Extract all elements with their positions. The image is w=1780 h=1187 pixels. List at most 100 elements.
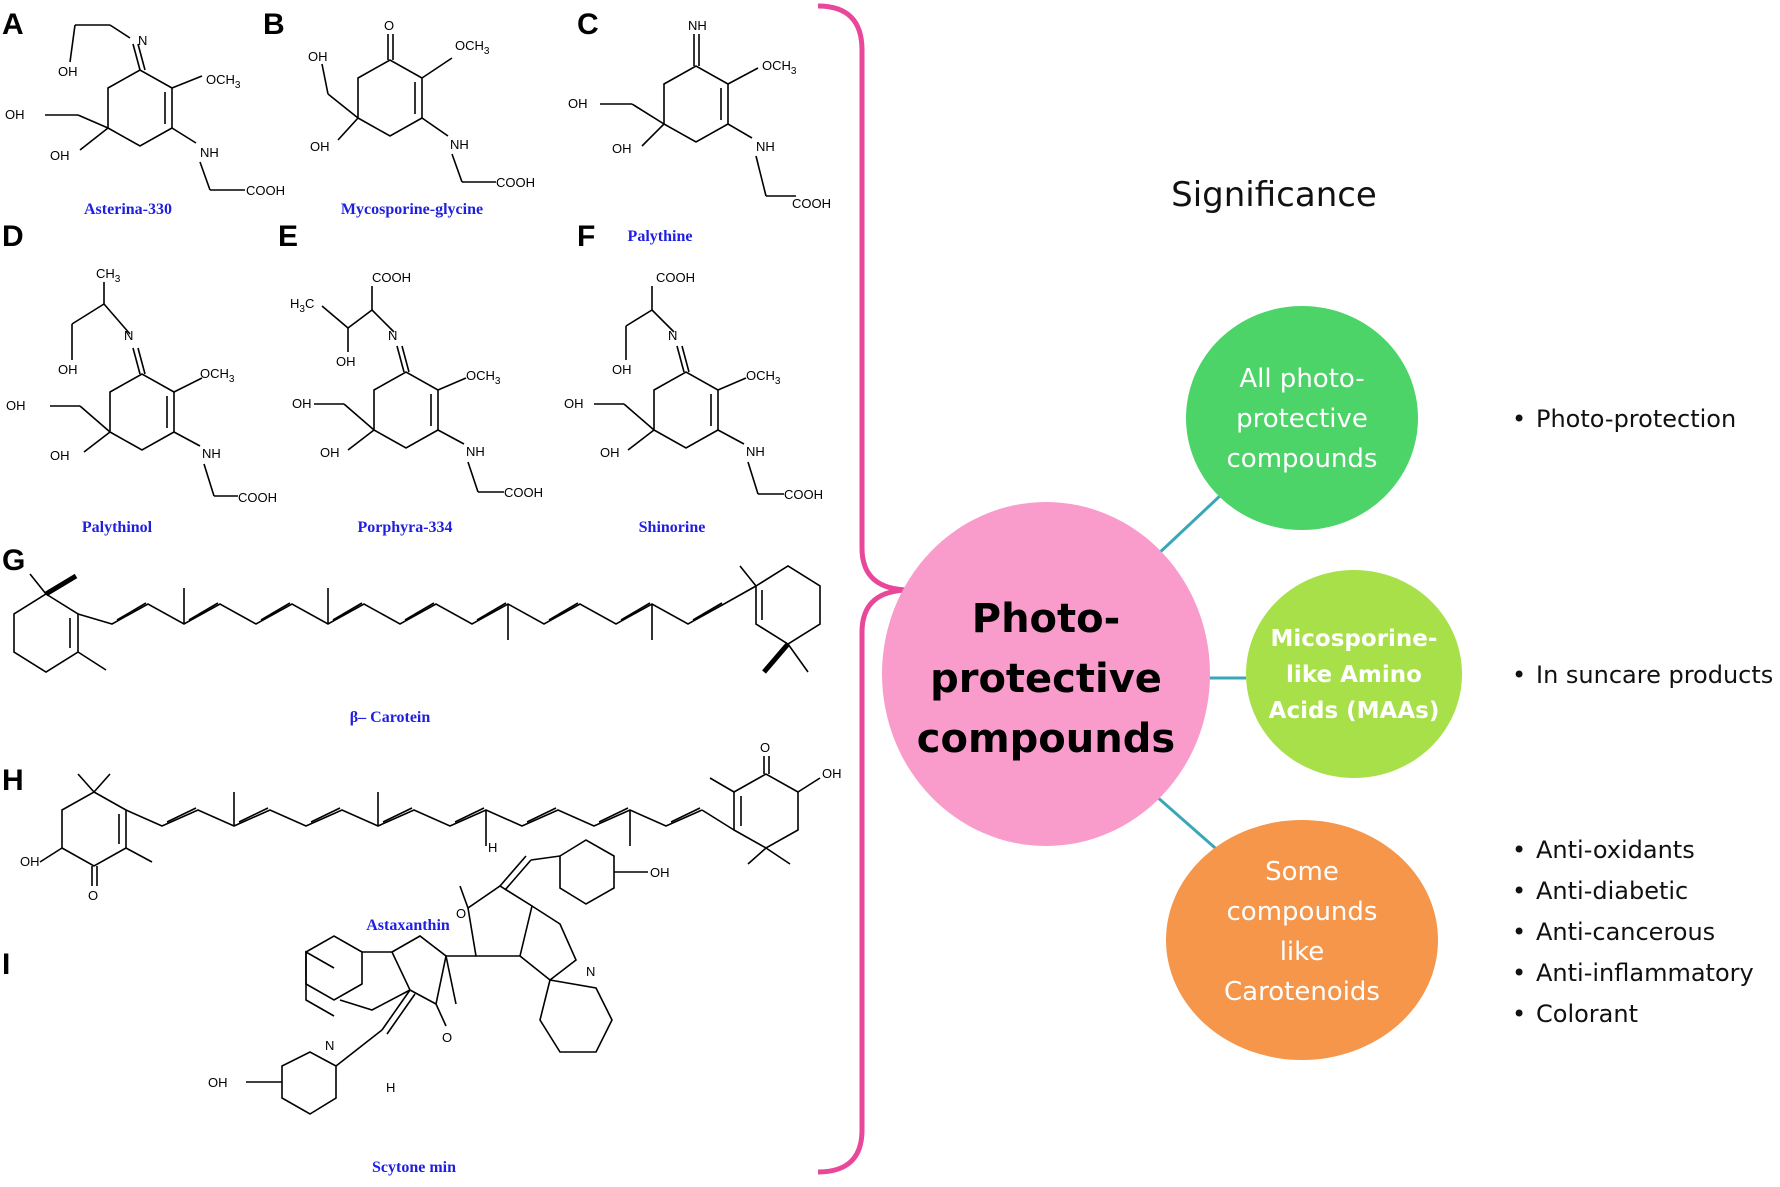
atom-label: N (668, 328, 677, 343)
branch-label-line: Acids (MAAs) (1269, 698, 1440, 724)
atom-label: OH (822, 766, 842, 781)
atom-label: N (124, 328, 133, 343)
atom-label: NH (202, 446, 221, 461)
panel-f: F COOH N OH OCH3 OH OH NH COOH Shinorine (564, 220, 823, 536)
atom-label: N (586, 964, 595, 979)
bullet-item: Colorant (1536, 1000, 1638, 1028)
atom-label: NH (450, 137, 469, 152)
branch-node-carotenoids (1166, 820, 1438, 1060)
curly-brace (817, 3, 911, 1175)
bullet-marker: • (1512, 959, 1526, 987)
panel-d: D CH3 N OH OCH3 OH OH NH COOH Palythinol (2, 220, 277, 536)
panel-h: H OH O O OH Ast (2, 740, 842, 934)
panel-letter-c: C (577, 8, 599, 41)
atom-label: OH (612, 141, 632, 156)
atom-label: OH (600, 445, 620, 460)
center-label-line: compounds (917, 716, 1175, 762)
atom-label: N (138, 33, 147, 48)
atom-label: N (325, 1038, 334, 1053)
compound-name-c: Palythine (628, 228, 693, 245)
panel-i: I N N O O OH OH H H (2, 839, 670, 1176)
atom-label: O (456, 906, 466, 921)
branch-label-line: Some (1265, 857, 1339, 887)
center-node (882, 502, 1210, 846)
panel-letter-i: I (2, 948, 10, 981)
bullet-list-suncare: • In suncare products (1512, 661, 1773, 689)
atom-label: OH (292, 396, 312, 411)
branch-label-line: compounds (1227, 444, 1378, 474)
atom-label: COOH (504, 485, 543, 500)
atom-label: O (442, 1030, 452, 1045)
compound-name-d: Palythinol (82, 519, 153, 536)
atom-label: OCH3 (206, 72, 241, 91)
branch-label-line: like Amino (1286, 662, 1422, 688)
atom-label: OH (208, 1075, 228, 1090)
panel-letter-b: B (263, 8, 285, 41)
significance-heading: Significance (1171, 175, 1377, 215)
bullet-marker: • (1512, 836, 1526, 864)
atom-label: OH (50, 148, 70, 163)
panel-b: B O OCH3 OH OH NH COOH Mycosporine-glyci… (263, 8, 535, 218)
branch-label-line: compounds (1227, 897, 1378, 927)
branch-node-all-compounds (1186, 306, 1418, 530)
atom-label: OCH3 (200, 366, 235, 385)
bullet-marker: • (1512, 1000, 1526, 1028)
atom-label: O (760, 740, 770, 755)
compound-name-h: Astaxanthin (366, 917, 450, 934)
branch-label-line: like (1280, 937, 1325, 967)
compound-name-e: Porphyra-334 (357, 519, 452, 536)
atom-label: NH (746, 444, 765, 459)
atom-label: OCH3 (466, 368, 501, 387)
panel-letter-a: A (2, 8, 24, 41)
compound-name-g: β– Carotein (350, 709, 431, 726)
atom-label: CH3 (96, 266, 121, 285)
atom-label: OH (20, 854, 40, 869)
atom-label: OH (568, 96, 588, 111)
bullet-marker: • (1512, 877, 1526, 905)
bullet-item: In suncare products (1536, 661, 1773, 689)
atom-label: COOH (784, 487, 823, 502)
atom-label: OCH3 (762, 58, 797, 77)
bullet-list-carotenoid-benefits: • Anti-oxidants • Anti-diabetic • Anti-c… (1512, 836, 1754, 1028)
atom-label: NH (466, 444, 485, 459)
panel-letter-h: H (2, 764, 24, 797)
atom-label: OH (650, 865, 670, 880)
atom-label: COOH (238, 490, 277, 505)
bullet-item: Anti-inflammatory (1536, 959, 1754, 987)
panel-g: G β– Carotein (2, 544, 821, 726)
atom-label: COOH (792, 196, 831, 211)
branch-label-line: Micosporine- (1271, 626, 1438, 652)
atom-label: OH (6, 398, 26, 413)
bullet-marker: • (1512, 918, 1526, 946)
atom-label: OH (58, 362, 78, 377)
center-label-line: protective (930, 656, 1162, 702)
atom-label: OCH3 (455, 38, 490, 57)
atom-label: O (384, 18, 394, 33)
atom-label: OH (612, 362, 632, 377)
compound-name-b: Mycosporine-glycine (341, 201, 483, 218)
branch-label-line: Carotenoids (1224, 977, 1380, 1007)
atom-label: COOH (372, 270, 411, 285)
atom-label: COOH (246, 183, 285, 198)
bullet-item: Photo-protection (1536, 405, 1736, 433)
atom-label: H (488, 840, 497, 855)
branch-label-line: All photo- (1239, 364, 1364, 394)
atom-label: OH (564, 396, 584, 411)
atom-label: OH (336, 354, 356, 369)
panel-e: E COOH H3C N OH OCH3 OH OH NH COOH Porph… (278, 220, 543, 536)
panel-letter-g: G (2, 544, 25, 577)
atom-label: O (88, 888, 98, 903)
branch-node-maas (1246, 570, 1462, 778)
atom-label: COOH (656, 270, 695, 285)
compound-name-a: Asterina-330 (84, 201, 172, 218)
compound-name-i: Scytone min (372, 1159, 456, 1176)
atom-label: OH (5, 107, 25, 122)
panel-letter-e: E (278, 220, 298, 253)
bullet-list-photoprotection: • Photo-protection (1512, 405, 1736, 433)
atom-label: OH (50, 448, 70, 463)
center-label-line: Photo- (972, 596, 1120, 642)
connector-line (1154, 492, 1224, 558)
atom-label: NH (756, 139, 775, 154)
significance-diagram: Significance Photo- protective compounds… (882, 175, 1773, 1060)
